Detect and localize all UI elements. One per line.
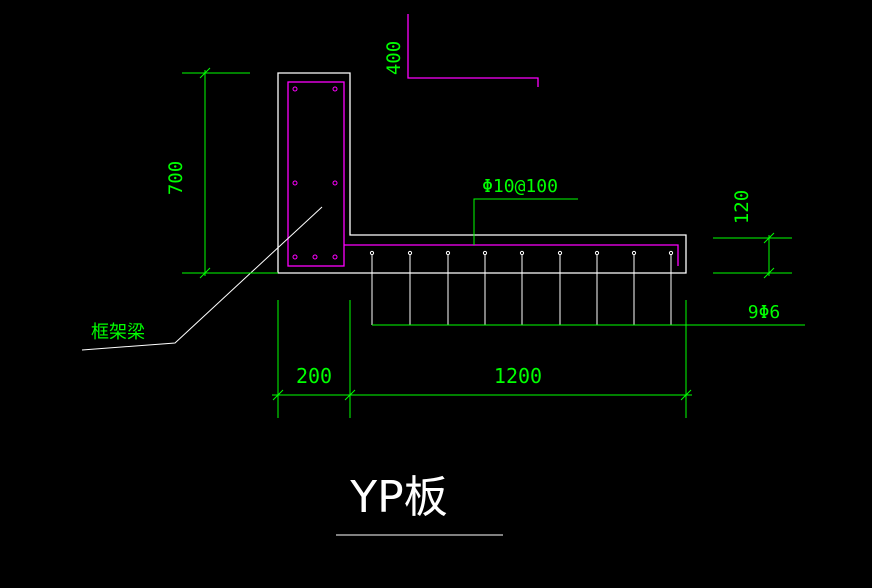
dim-slab-length-label: 1200 [494,364,542,388]
frame-beam-label: 框架梁 [91,322,145,343]
beam-hook-bar [407,14,539,87]
beam-stirrup [287,81,345,267]
dim-hook-length-label: 400 [383,41,405,75]
distribution-bar-leaders [371,255,672,325]
slab-top-bar [344,244,679,266]
concrete-outline [277,72,687,274]
dim-slab-thickness-label: 120 [731,190,753,224]
drawing-title: YP板 [349,472,447,523]
dim-beam-width-label: 200 [296,364,332,388]
dim-beam-height-label: 700 [165,161,187,195]
top-bar-leader [473,198,578,245]
top-bar-label: Φ10@100 [482,176,558,197]
slab-distribution-bars [369,250,674,256]
dim-bottom [272,300,692,418]
beam-longitudinal-bars [292,86,338,260]
distribution-bar-label: 9Φ6 [748,302,781,323]
dim-beam-height [182,67,278,279]
frame-beam-leader [81,206,323,351]
dim-slab-thickness [713,232,792,279]
